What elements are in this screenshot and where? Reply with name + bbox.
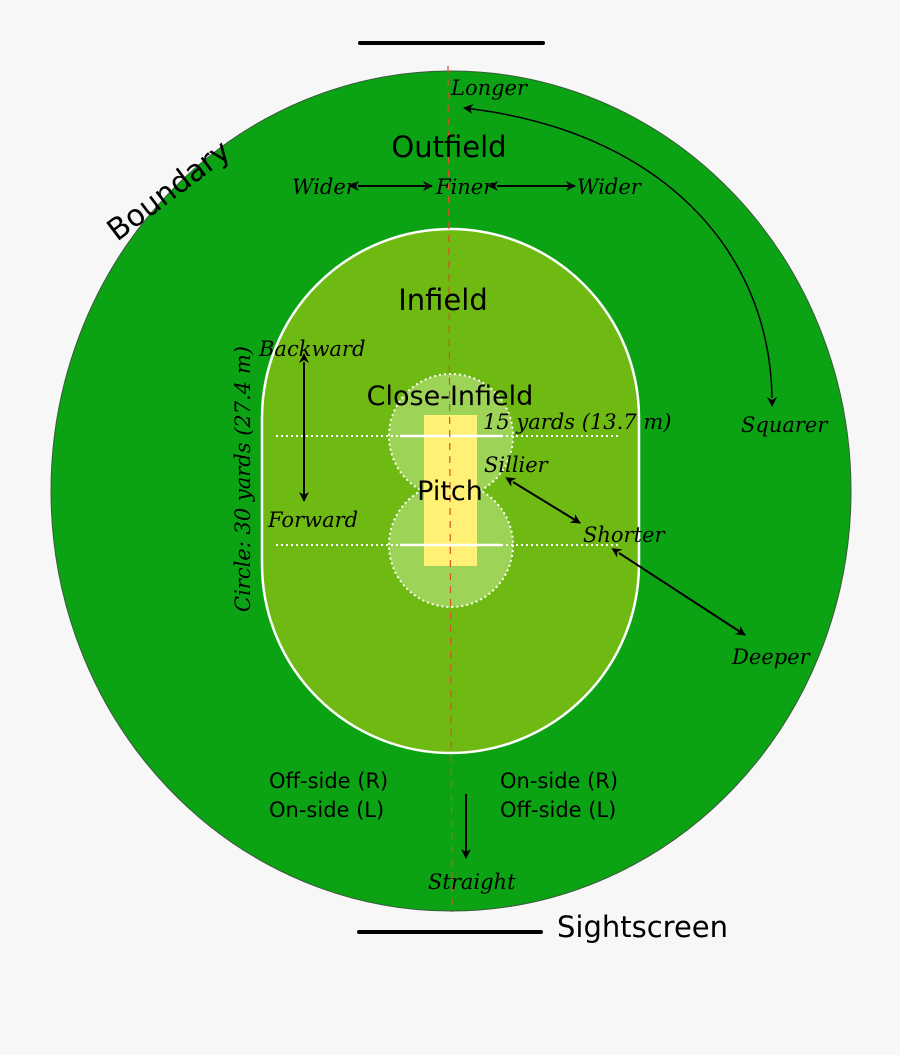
wider-left-label: Wider — [292, 175, 358, 199]
right-side-line2: Off-side (L) — [500, 798, 616, 822]
longer-squarer-arrow — [463, 104, 777, 407]
pitch-label: Pitch — [417, 476, 483, 507]
right-side-line1: On-side (R) — [500, 769, 618, 793]
straight-label: Straight — [428, 870, 516, 894]
circle-radius-label: Circle: 30 yards (27.4 m) — [231, 346, 255, 612]
infield-label: Infield — [398, 283, 488, 317]
sightscreen-label: Sightscreen — [557, 910, 728, 944]
shorter-label: Shorter — [583, 523, 666, 547]
close-infield-label: Close-Infield — [367, 381, 534, 412]
squarer-label: Squarer — [741, 413, 829, 437]
wider-right-label: Wider — [577, 175, 643, 199]
deeper-label: Deeper — [731, 645, 812, 669]
close-radius-label: 15 yards (13.7 m) — [483, 410, 671, 434]
left-side-line1: Off-side (R) — [269, 769, 388, 793]
longer-label: Longer — [450, 76, 529, 100]
outfield-label: Outfield — [391, 130, 506, 164]
center-line — [447, 65, 453, 913]
finer-label: Finer — [435, 175, 495, 199]
sillier-shorter-arrow — [505, 477, 581, 524]
sillier-label: Sillier — [484, 453, 550, 477]
forward-label: Forward — [267, 508, 358, 532]
shorter-deeper-arrow — [611, 548, 746, 636]
backward-label: Backward — [258, 337, 365, 361]
left-side-line2: On-side (L) — [269, 798, 384, 822]
